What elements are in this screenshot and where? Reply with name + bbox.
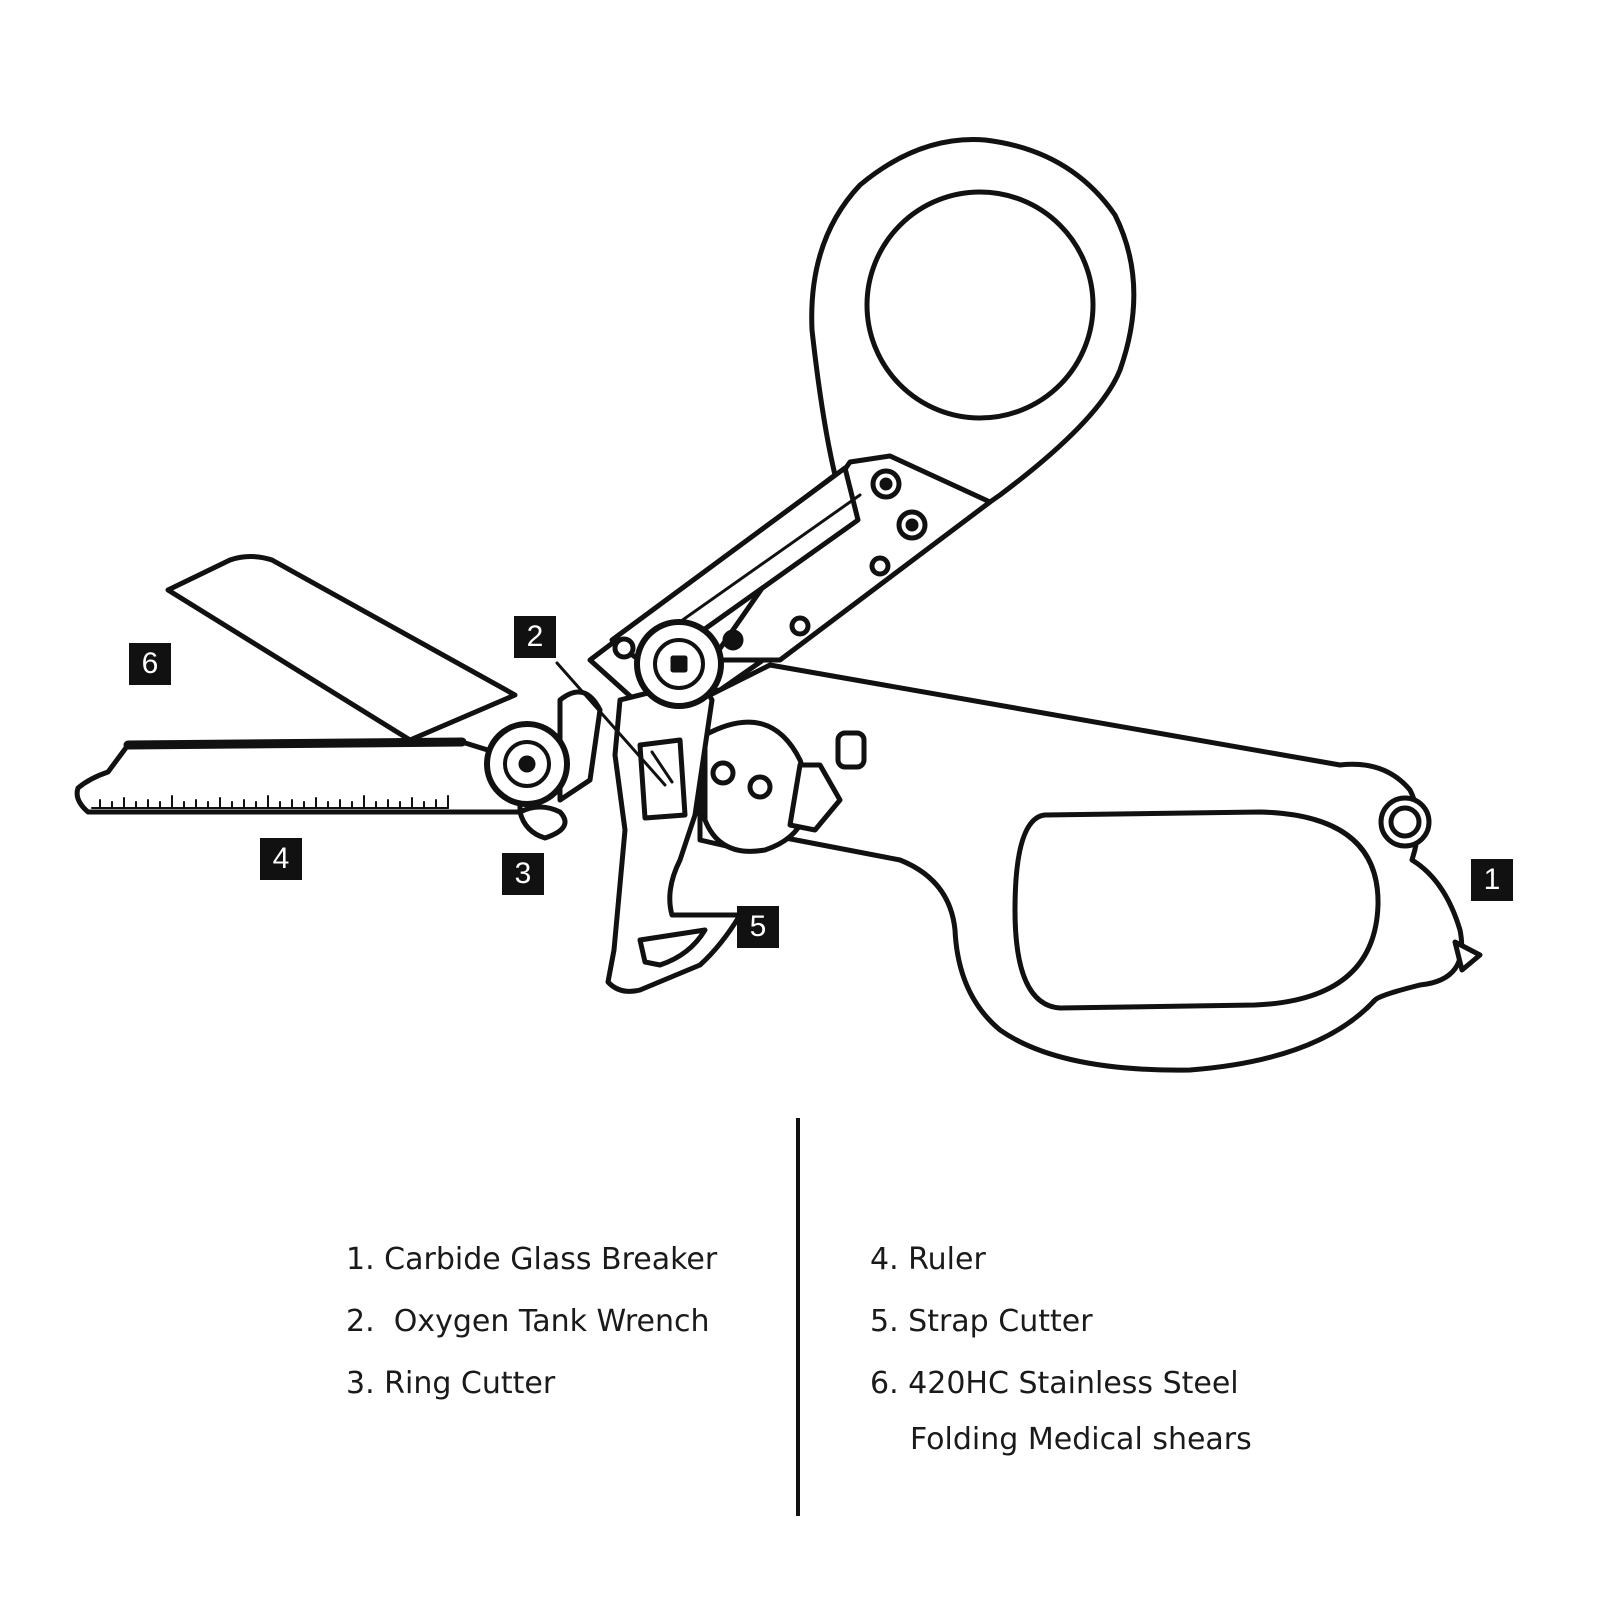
- bracket-hole: [789, 615, 811, 637]
- legend-item-ruler: 4. Ruler: [870, 1242, 986, 1277]
- legend-right-column: 4. Ruler 5. Strap Cutter 6. 420HC Stainl…: [870, 1240, 1310, 1460]
- small-pin: [612, 636, 636, 660]
- hinge-bracket: [709, 453, 993, 663]
- callout-2-leader: [555, 661, 667, 787]
- upper-blade: [165, 554, 518, 743]
- bracket-hole: [869, 555, 891, 577]
- legend-item-strap-cutter: 5. Strap Cutter: [870, 1304, 1093, 1339]
- callout-6: 6: [129, 643, 171, 685]
- lower-blade: [74, 739, 523, 815]
- callout-4: 4: [260, 838, 302, 880]
- housing-plate: [787, 762, 843, 833]
- wrench-slot-line: [650, 750, 674, 784]
- lower-grip-hole: [1012, 809, 1381, 1011]
- upper-ring-hole: [864, 189, 1096, 421]
- legend-item-glass-breaker: 1. Carbide Glass Breaker: [346, 1242, 718, 1277]
- legend-item-ring-cutter: 3. Ring Cutter: [346, 1366, 556, 1401]
- bracket-dot: [722, 629, 744, 651]
- callout-1: 1: [1471, 859, 1513, 901]
- housing-hole: [747, 774, 773, 800]
- callout-2: 2: [514, 616, 556, 658]
- callout-3: 3: [502, 853, 544, 895]
- wrench-slot: [637, 737, 688, 821]
- ring-cutter: [517, 804, 568, 841]
- legend-item-oxygen-wrench: 2. Oxygen Tank Wrench: [346, 1304, 710, 1339]
- ring-cutter-link: [557, 689, 603, 803]
- wrench-pin: [710, 760, 736, 786]
- ruler-ticks: [91, 795, 449, 809]
- callout-5: 5: [737, 906, 779, 948]
- blade-edge: [123, 737, 467, 750]
- glass-breaker-tip: [1452, 939, 1483, 973]
- legend-left-column: 1. Carbide Glass Breaker 2. Oxygen Tank …: [346, 1240, 746, 1426]
- strap-cutter-notch: [637, 927, 708, 968]
- lanyard-hole-inner: [1388, 805, 1422, 839]
- legend-item-shears: 6. 420HC Stainless Steel: [870, 1366, 1239, 1401]
- housing-slot: [835, 730, 867, 770]
- legend-divider: [796, 1118, 800, 1516]
- legend-item-shears-continuation: Folding Medical shears: [910, 1422, 1252, 1457]
- shears-illustration: [74, 137, 1483, 1073]
